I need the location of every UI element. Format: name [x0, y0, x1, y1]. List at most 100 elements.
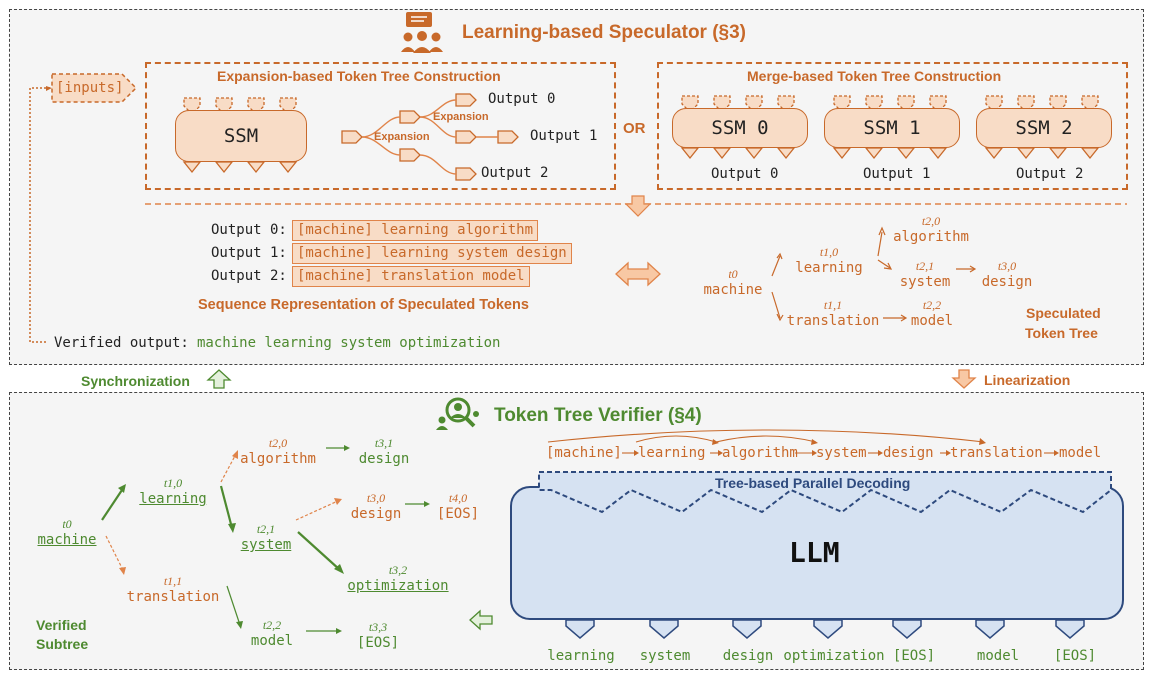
expansion-tree — [341, 93, 519, 181]
spec-node-t0-sub: t0 — [728, 267, 738, 281]
spec-node-t30-word: design — [981, 274, 1033, 290]
inputs-label: [inputs] — [56, 80, 124, 96]
ssm-0-block: SSM 0 — [672, 108, 808, 148]
ver-node-t11: t1,1 translation — [124, 573, 222, 605]
ssm-output-tabs — [182, 161, 298, 174]
synchronization-label: Synchronization — [81, 373, 190, 389]
spec-node-t22-word: model — [910, 313, 954, 329]
linearization-label: Linearization — [984, 372, 1071, 388]
spec-node-t10-word: learning — [795, 260, 863, 276]
ver-node-t31-sub: t3,1 — [374, 436, 394, 450]
spec-node-t30-sub: t3,0 — [997, 259, 1017, 273]
speculator-panel — [9, 9, 1144, 365]
team-presentation-icon — [401, 12, 443, 53]
verified-subtree-label-2: Subtree — [36, 636, 89, 652]
ssm-1-block: SSM 1 — [824, 108, 960, 148]
ver-node-t33-sub: t3,3 — [368, 620, 388, 634]
seq-text-1: [machine] learning system design — [292, 243, 572, 264]
spec-node-t22-sub: t2,2 — [922, 298, 942, 312]
spec-node-t11-sub: t1,1 — [823, 298, 843, 312]
ver-node-t32-word: optimization — [347, 578, 449, 594]
verified-tree-edges — [101, 445, 430, 634]
ver-node-t31: t3,1 design — [355, 435, 413, 467]
expansion-box — [145, 62, 616, 190]
spec-node-t20: t2,0 algorithm — [890, 213, 972, 245]
ver-node-t30-sub: t3,0 — [366, 491, 386, 505]
lin-token-5: translation — [950, 445, 1043, 461]
ver-node-t40-word: [EOS] — [436, 506, 480, 522]
lin-token-0: [machine] — [546, 445, 622, 461]
lin-token-4: design — [883, 445, 934, 461]
ver-node-t40: t4,0 [EOS] — [433, 490, 483, 522]
lin-token-1: learning — [638, 445, 706, 461]
spec-node-t10-sub: t1,0 — [819, 245, 839, 259]
lin-token-2: algorithm — [722, 445, 798, 461]
spec-node-t11-word: translation — [786, 313, 880, 329]
ver-node-t10-word: learning — [139, 491, 207, 507]
seq-label-1: Output 1: — [211, 245, 287, 261]
llm-output-6: [EOS] — [1053, 648, 1097, 664]
lin-token-3: system — [816, 445, 867, 461]
ver-node-t10: t1,0 learning — [136, 475, 210, 507]
ver-node-t11-word: translation — [126, 589, 220, 605]
expansion-title: Expansion-based Token Tree Construction — [217, 68, 501, 84]
ver-node-t20: t2,0 algorithm — [237, 435, 319, 467]
linear-seq-arrows — [547, 429, 1059, 456]
verified-subtree-label-1: Verified — [36, 617, 87, 633]
llm-output-2: design — [722, 648, 774, 664]
ver-node-t20-word: algorithm — [240, 451, 316, 467]
expansion-output-1: Output 1 — [530, 128, 598, 144]
ssm-2-block: SSM 2 — [976, 108, 1112, 148]
merge-title: Merge-based Token Tree Construction — [747, 68, 1002, 84]
llm-output-1: system — [639, 648, 691, 664]
parallel-decoding-zigzag — [538, 471, 1112, 514]
llm-output-0: learning — [547, 648, 615, 664]
ver-node-t31-word: design — [358, 451, 410, 467]
ver-node-t32: t3,2 optimization — [343, 562, 453, 594]
spec-node-t21-sub: t2,1 — [915, 259, 935, 273]
spec-tree-title-1: Speculated — [1026, 305, 1101, 321]
seq-text-0: [machine] learning algorithm — [292, 220, 539, 241]
llm-output-tabs — [565, 619, 1085, 639]
verifier-search-icon — [436, 397, 479, 430]
llm-output-5: model — [976, 648, 1020, 664]
spec-node-t11: t1,1 translation — [784, 297, 882, 329]
ver-node-t33-word: [EOS] — [356, 635, 400, 651]
ver-node-t10-sub: t1,0 — [163, 476, 183, 490]
seq-title: Sequence Representation of Speculated To… — [198, 297, 529, 313]
spec-node-t0: t0 machine — [703, 266, 763, 298]
inputs-arrow-shape — [51, 73, 138, 103]
ver-node-t0-word: machine — [37, 532, 97, 548]
seq-label-2: Output 2: — [211, 268, 287, 284]
llm-output-4: [EOS] — [892, 648, 936, 664]
parallel-decoding-label: Tree-based Parallel Decoding — [715, 475, 911, 491]
ver-node-t30-word: design — [350, 506, 402, 522]
verified-output-label: Verified output: — [54, 335, 189, 351]
llm-block — [510, 486, 1124, 620]
ver-node-t22: t2,2 model — [246, 617, 298, 649]
ver-node-t21-sub: t2,1 — [256, 522, 276, 536]
speculated-tree-edges — [771, 226, 977, 322]
verifier-title: Token Tree Verifier (§4) — [494, 405, 702, 426]
merge-output-1: Output 1 — [863, 166, 931, 182]
sync-up-arrow-icon — [206, 369, 232, 389]
spec-node-t0-word: machine — [703, 282, 763, 298]
speculator-title: Learning-based Speculator (§3) — [462, 22, 747, 43]
ver-node-t21-word: system — [240, 537, 292, 553]
ver-node-t22-sub: t2,2 — [262, 618, 282, 632]
ver-node-t0-sub: t0 — [62, 517, 72, 531]
sync-dotted-line — [29, 86, 52, 343]
merge-output-0: Output 0 — [711, 166, 779, 182]
expansion-label-1: Expansion — [374, 131, 430, 143]
merge-output-2: Output 2 — [1016, 166, 1084, 182]
lin-token-6: model — [1059, 445, 1102, 461]
spec-node-t20-word: algorithm — [893, 229, 969, 245]
spec-node-t30: t3,0 design — [978, 258, 1036, 290]
ver-node-t32-sub: t3,2 — [388, 563, 408, 577]
spec-tree-title-2: Token Tree — [1025, 325, 1098, 341]
merge-ssm-tabs — [680, 95, 1100, 160]
spec-node-t20-sub: t2,0 — [921, 214, 941, 228]
ver-node-t33: t3,3 [EOS] — [352, 619, 404, 651]
spec-node-t21-word: system — [899, 274, 951, 290]
expansion-label-2: Expansion — [433, 111, 489, 123]
